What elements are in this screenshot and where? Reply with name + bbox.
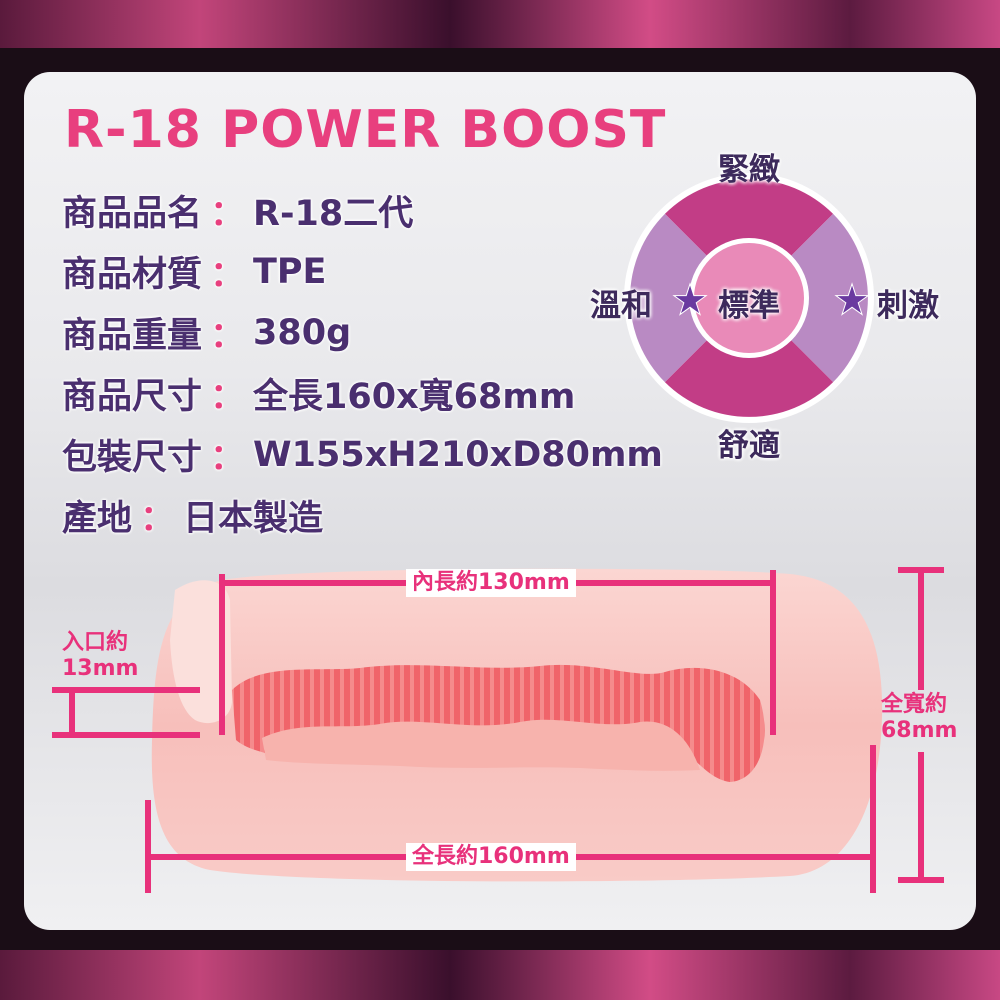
entrance-label-line1: 入口約 [62, 630, 129, 655]
product-title: R-18 POWER BOOST [64, 100, 667, 160]
total-length-label: 全長約160mm [406, 843, 576, 871]
spec-label: 商品尺寸 [62, 377, 203, 417]
star-icon: ★ [835, 278, 869, 322]
spec-separator: ： [210, 255, 246, 295]
spec-list: 商品品名：R-18二代 商品材質：TPE 商品重量：380g 商品尺寸：全長16… [62, 180, 663, 546]
spec-value: 全長160x寬68mm [253, 377, 576, 417]
wheel-label-right: 刺激 [877, 288, 939, 324]
bottom-banner [0, 950, 1000, 1000]
spec-separator: ： [210, 438, 246, 478]
spec-separator: ： [210, 377, 246, 417]
spec-row-origin: 產地：日本製造 [62, 485, 663, 546]
entrance-label-line2: 13mm [62, 656, 139, 681]
wheel-label-top: 緊緻 [718, 152, 780, 188]
width-label-line2: 68mm [881, 718, 958, 743]
top-banner [0, 0, 1000, 48]
spec-label: 商品材質 [62, 255, 203, 295]
wheel-center [694, 243, 804, 353]
entrance-label: 入口約 13mm [62, 630, 138, 682]
spec-separator: ： [210, 194, 246, 234]
spec-value: 380g [253, 312, 352, 353]
spec-row-name: 商品品名：R-18二代 [62, 180, 663, 241]
star-icon: ★ [673, 278, 707, 322]
spec-value: R-18二代 [253, 194, 414, 234]
spec-value: W155xH210xD80mm [253, 434, 663, 475]
spec-row-package: 包裝尺寸：W155xH210xD80mm [62, 424, 663, 485]
inner-length-label: 內長約130mm [406, 569, 576, 597]
width-label-line1: 全寬約 [881, 692, 948, 717]
spec-label: 產地 [62, 499, 133, 539]
width-label: 全寬約 68mm [881, 692, 957, 744]
spec-label: 商品品名 [62, 194, 203, 234]
product-inner-nubs [262, 719, 700, 771]
spec-label: 包裝尺寸 [62, 438, 203, 478]
spec-row-size: 商品尺寸：全長160x寬68mm [62, 363, 663, 424]
spec-value: TPE [253, 251, 327, 292]
wheel-label-center: 標準 [718, 288, 780, 324]
wheel-label-bottom: 舒適 [718, 428, 780, 464]
spec-separator: ： [140, 499, 176, 539]
wheel-label-left: 溫和 [590, 288, 652, 324]
spec-row-weight: 商品重量：380g [62, 302, 663, 363]
spec-label: 商品重量 [62, 316, 203, 356]
spec-row-material: 商品材質：TPE [62, 241, 663, 302]
spec-value: 日本製造 [183, 499, 324, 539]
spec-separator: ： [210, 316, 246, 356]
